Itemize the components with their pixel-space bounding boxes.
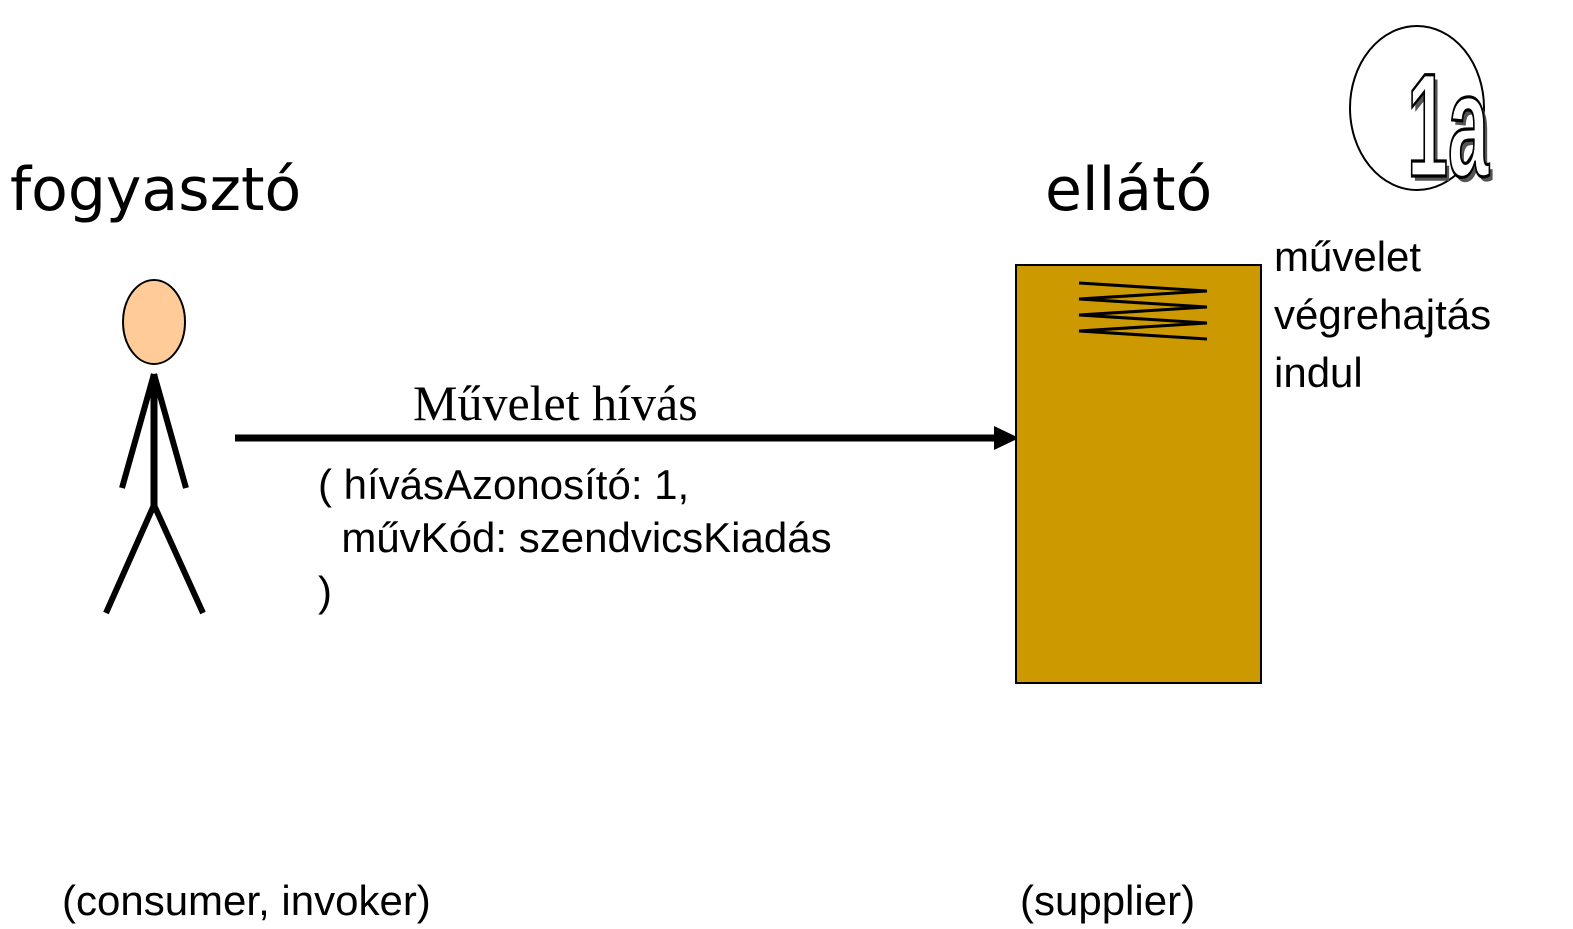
actor-right-leg (151, 503, 206, 615)
status-line: végrehajtás (1274, 290, 1492, 338)
step-badge-circle (1349, 25, 1485, 191)
param-line: művKód: szendvicsKiadás (318, 514, 832, 562)
actor-right-arm (151, 373, 189, 489)
message-arrow (235, 426, 1019, 450)
param-line: ( hívásAzonosító: 1, (318, 461, 690, 508)
actor-left-arm (119, 373, 157, 489)
arrow-head (994, 426, 1019, 450)
message-label: Művelet hívás (413, 375, 698, 431)
stick-figure-icon (103, 279, 206, 615)
message-params: ( hívásAzonosító: 1, művKód: szendvicsKi… (318, 458, 832, 618)
zigzag-icon (1078, 281, 1208, 341)
supplier-role: (supplier) (1020, 877, 1196, 924)
actor-left-leg (103, 503, 157, 615)
param-line: ) (318, 567, 332, 615)
status-line: művelet (1274, 233, 1422, 280)
status-line: indul (1274, 348, 1363, 396)
consumer-role: (consumer, invoker) (62, 877, 431, 924)
supplier-box (1015, 264, 1262, 684)
supplier-title: ellátó (1045, 155, 1213, 225)
status-note: művelet végrehajtás indul (1274, 228, 1491, 402)
actor-head (122, 279, 186, 365)
consumer-title: fogyasztó (10, 155, 302, 225)
